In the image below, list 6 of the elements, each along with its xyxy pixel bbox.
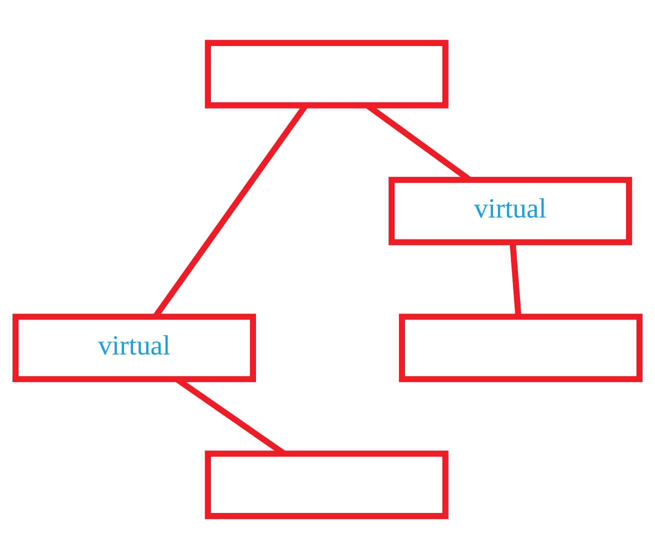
node-box: virtual — [12, 314, 256, 382]
node-box: virtual — [388, 176, 632, 246]
node-box — [399, 314, 642, 382]
node-box — [204, 450, 448, 520]
connector — [510, 242, 522, 317]
node-box — [204, 40, 448, 108]
